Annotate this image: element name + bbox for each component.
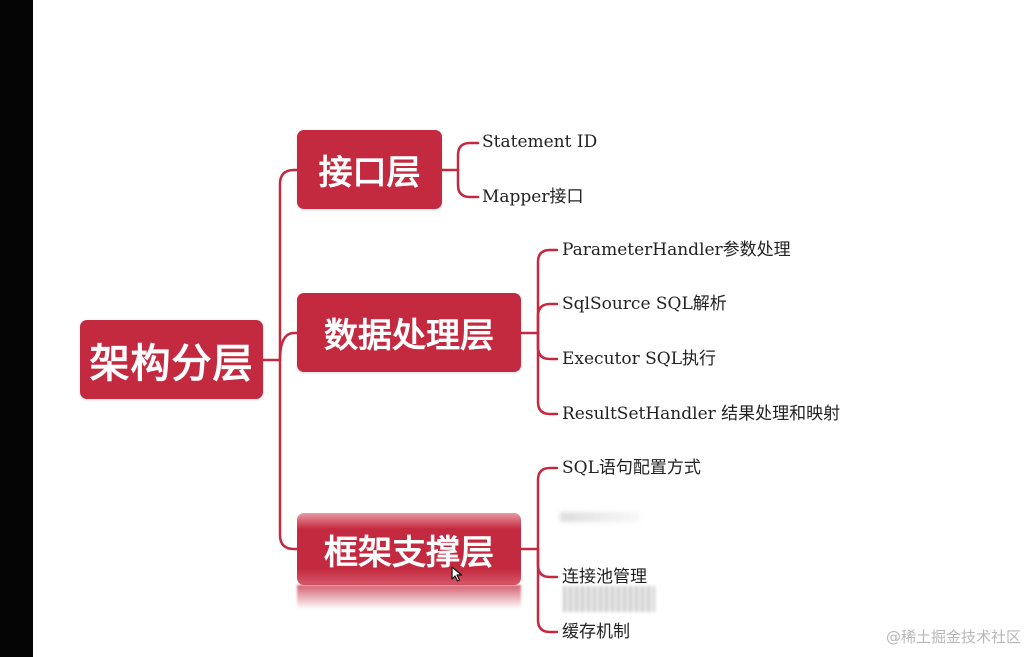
leaf-node[interactable]: SqlSource SQL解析 <box>562 294 727 314</box>
leaf-node[interactable]: Statement ID <box>482 132 598 152</box>
branch-node-interface-layer[interactable]: 接口层 <box>297 130 442 209</box>
leaf-node[interactable]: ResultSetHandler 结果处理和映射 <box>562 404 841 424</box>
blurred-text-artifact <box>563 586 655 612</box>
leaf-node[interactable]: SQL语句配置方式 <box>562 458 701 478</box>
connector-b1-l1 <box>456 141 480 172</box>
window-edge-bar <box>0 0 33 657</box>
watermark: @稀土掘金技术社区 <box>885 628 1021 646</box>
blurred-leaf-artifact <box>560 512 640 522</box>
connector-b3-l2 <box>536 547 559 579</box>
mouse-pointer-icon <box>451 566 463 582</box>
branch-node-framework-support-layer[interactable]: 框架支撑层 <box>297 513 521 585</box>
leaf-node[interactable]: Executor SQL执行 <box>562 349 716 369</box>
branch-node-data-processing-layer[interactable]: 数据处理层 <box>297 293 521 372</box>
connector-b2-l3 <box>536 331 559 361</box>
connector-b2-l1 <box>536 248 559 335</box>
connector-b1-l2 <box>456 168 480 199</box>
leaf-node[interactable]: 连接池管理 <box>562 567 647 587</box>
root-node[interactable]: 架构分层 <box>80 320 263 399</box>
connector-root-b2 <box>278 331 299 362</box>
connector-b3-l3 <box>536 547 559 634</box>
connector-root-b1 <box>278 168 299 362</box>
connector-b2-l2 <box>536 302 559 335</box>
leaf-node[interactable]: 缓存机制 <box>562 622 630 642</box>
leaf-node[interactable]: ParameterHandler参数处理 <box>562 240 791 260</box>
connector-b2-l4 <box>536 331 559 416</box>
leaf-node[interactable]: Mapper接口 <box>482 187 584 207</box>
branch-node-blur-artifact <box>297 585 521 609</box>
connector-root-b3 <box>278 358 299 551</box>
connector-b3-l1 <box>536 466 559 551</box>
